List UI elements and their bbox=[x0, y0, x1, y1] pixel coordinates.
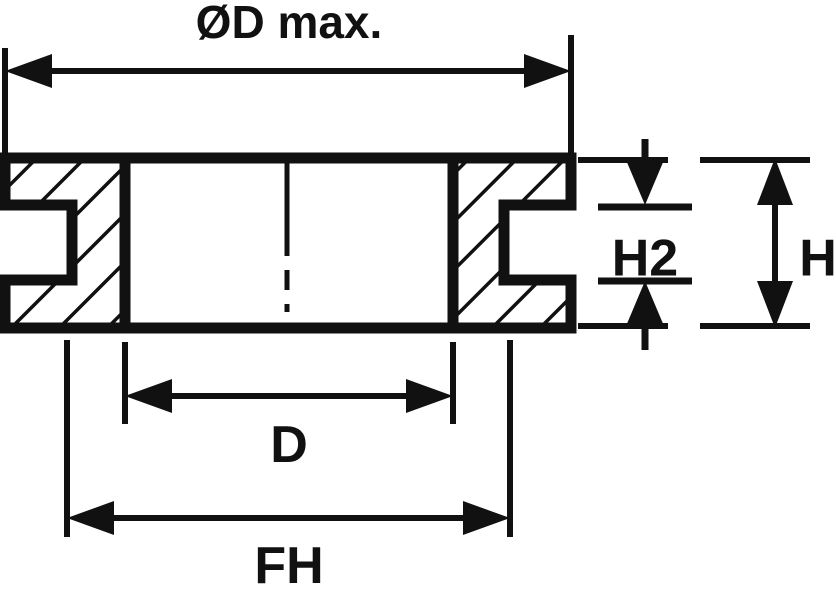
body-outer-profile bbox=[0, 152, 577, 334]
right-wall-hatch bbox=[453, 158, 571, 328]
od-arrowhead-right-icon bbox=[524, 54, 571, 88]
h-arrowhead-bottom-icon bbox=[757, 281, 793, 328]
dimension-h2: H2 bbox=[578, 139, 692, 350]
d-arrowhead-right-icon bbox=[406, 379, 453, 413]
h-arrowhead-top-icon bbox=[757, 158, 793, 205]
d-label: D bbox=[270, 416, 308, 474]
dimension-d: D bbox=[122, 342, 456, 474]
h-label: H bbox=[799, 230, 836, 288]
dimension-h: H bbox=[700, 157, 836, 329]
grommet-body-outline bbox=[0, 152, 577, 334]
h2-arrowhead-bottom-icon bbox=[626, 281, 664, 326]
dimension-fh: FH bbox=[64, 340, 513, 591]
left-wall-hatch bbox=[5, 158, 125, 328]
fh-arrowhead-left-icon bbox=[67, 501, 114, 535]
od-max-label: ØD max. bbox=[196, 0, 383, 48]
od-arrowhead-left-icon bbox=[5, 54, 52, 88]
d-arrowhead-left-icon bbox=[125, 379, 172, 413]
dimension-od-max: ØD max. bbox=[2, 0, 574, 160]
fh-label: FH bbox=[254, 537, 323, 591]
h2-arrowhead-top-icon bbox=[626, 160, 664, 205]
fh-arrowhead-right-icon bbox=[463, 501, 510, 535]
h2-label: H2 bbox=[612, 230, 678, 288]
